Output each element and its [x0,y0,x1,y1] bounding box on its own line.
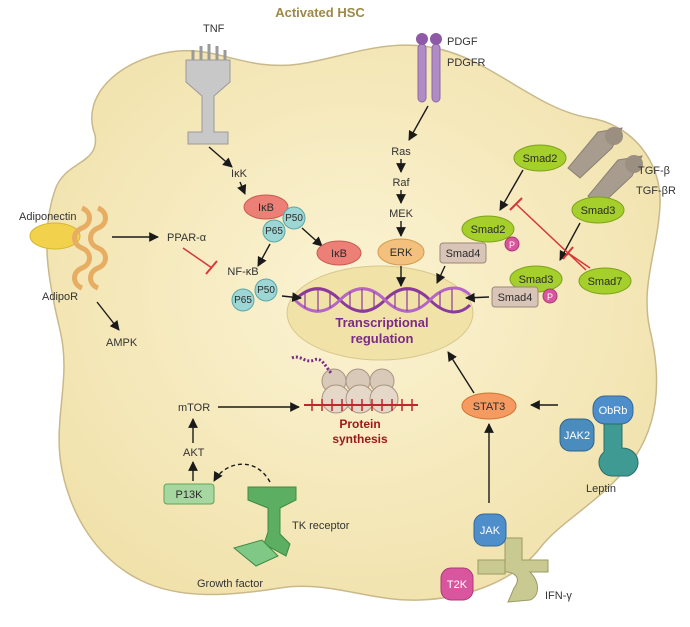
smad3-receptor-label: Smad3 [581,205,616,217]
ikk-label: IκK [231,168,248,180]
p65-nfkb-node-label: P65 [234,295,252,306]
smad7-node-label: Smad7 [588,276,623,288]
tgfb-label: TGF-β [638,165,670,177]
erk-node [377,238,425,266]
adipor-receptor [72,205,92,291]
smad4-top-label: Smad4 [446,248,481,260]
pdgf-receptor [416,33,442,103]
p65-node-label: P65 [265,226,283,237]
ifng-receptor [477,537,549,603]
p-badge-top [504,236,520,252]
ras-label: Ras [391,146,411,158]
ribosome [321,368,399,414]
p65-nfkb-node [231,288,255,312]
tgfb-receptor [567,127,643,207]
akt-label: AKT [183,447,205,459]
jak-node-label: JAK [480,525,501,537]
tgfbr-label: TGF-βR [636,185,676,197]
t2k-node [440,567,474,601]
smad4-top-node [439,242,487,264]
nucleus [286,265,474,361]
p-badge-bottom [542,288,558,304]
t2k-node-label: T2K [447,579,468,591]
jak-node [473,513,507,547]
obrb-receptor [592,395,639,477]
leptin-label: Leptin [586,483,616,495]
raf-label: Raf [392,177,410,189]
ikb-node-label: IκB [258,202,274,214]
p13k-node [163,483,215,505]
ikb-free-node [316,240,362,266]
smad4-bottom-node [491,286,539,308]
adiponectin-ligand [29,222,81,250]
smad2-receptor-node [513,144,567,172]
ppar-label: PPAR-α [167,232,207,244]
dna-helix [293,286,472,314]
pdgf-label: PDGF [447,36,478,48]
protein-label-line2: synthesis [332,432,388,446]
transcription-label-line1: Transcriptional [335,315,428,330]
adipor-label: AdipoR [42,291,78,303]
p50-node-label: P50 [285,213,303,224]
smad3-receptor-node [571,196,625,224]
obrb-node-label: ObRb [599,405,628,417]
growth-factor-label: Growth factor [197,578,263,590]
smad2-complex-label: Smad2 [471,224,506,236]
jak2-node-label: JAK2 [564,430,590,442]
mrna-strand [304,399,418,411]
p-badge-top-label: P [509,240,515,250]
tk-to-p13k-dashed [213,463,271,483]
nfkb-label: NF-κB [227,266,258,278]
transcription-label-line2: regulation [351,331,414,346]
protein-label-line1: Protein [339,417,380,431]
p13k-node-label: P13K [176,489,204,501]
p50-nfkb-node [254,278,278,302]
smad2-receptor-label: Smad2 [523,153,558,165]
erk-node-label: ERK [390,247,413,259]
diagram-title: Activated HSC [275,5,365,20]
ikb-node [243,194,289,220]
ikb-free-node-label: IκB [331,248,347,260]
smad4-bottom-label: Smad4 [498,292,533,304]
adiponectin-label: Adiponectin [19,211,77,223]
pdgfr-label: PDGFR [447,57,486,69]
tk-receptor-label: TK receptor [292,520,350,532]
stat3-node [461,392,517,420]
p50-nfkb-node-label: P50 [257,285,275,296]
mtor-label: mTOR [178,402,210,414]
p-badge-bottom-label: P [547,292,553,302]
tk-receptor [232,486,297,567]
tnf-receptor [185,44,231,145]
p50-node [282,206,306,230]
jak2-node [559,418,595,452]
ampk-label: AMPK [106,337,138,349]
adipor-receptor-strand [88,205,108,291]
stat3-node-label: STAT3 [473,401,506,413]
mek-label: MEK [389,208,414,220]
tnf-label: TNF [203,23,225,35]
p65-node [262,219,286,243]
smad7-node [578,267,632,295]
smad3-complex-label: Smad3 [519,274,554,286]
ifng-label: IFN-γ [545,590,572,602]
smad2-complex-node [461,215,515,243]
